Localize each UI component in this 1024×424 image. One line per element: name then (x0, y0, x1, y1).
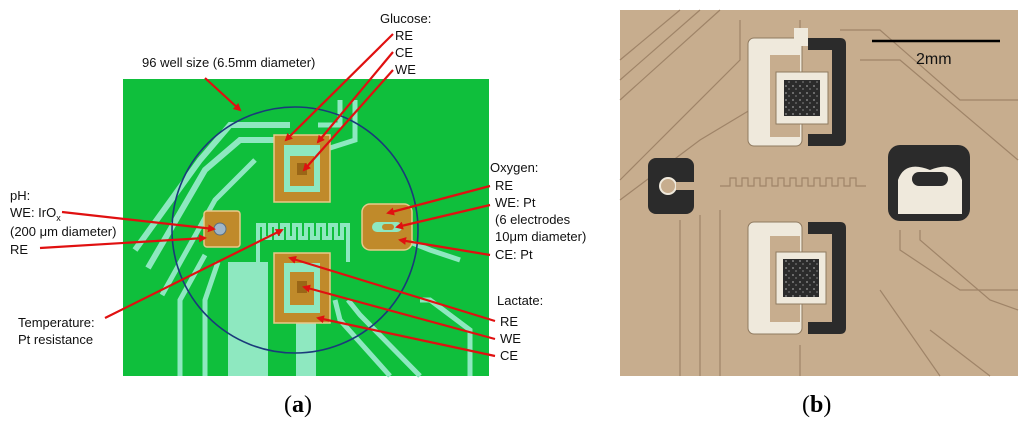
micrograph-oxygen-sensor (888, 145, 970, 221)
arrow-oxygen-re (386, 184, 491, 216)
lactate-ce: CE (500, 348, 518, 363)
caption-b: (b) (802, 392, 831, 418)
arrow-lactate-ce (316, 315, 496, 358)
lactate-label: Lactate: RE WE CE (497, 293, 543, 363)
micrograph-ph-sensor (648, 158, 694, 214)
well-size-label: 96 well size (6.5mm diameter) (142, 55, 315, 70)
ph-diameter: (200 μm diameter) (10, 224, 116, 239)
oxygen-title: Oxygen: (490, 160, 538, 175)
temperature-desc: Pt resistance (18, 332, 93, 347)
pcb-traces (132, 100, 473, 378)
arrow-glucose-re (284, 33, 394, 142)
glucose-re: RE (395, 28, 413, 43)
ph-electrode (203, 210, 241, 248)
temperature-label: Temperature: Pt resistance (18, 315, 95, 347)
ph-label: pH: WE: IrOx (200 μm diameter) RE (10, 188, 116, 257)
arrow-oxygen-ce (398, 237, 491, 257)
lactate-title: Lactate: (497, 293, 543, 308)
arrow-ph-we (61, 210, 216, 233)
glucose-ce: CE (395, 45, 413, 60)
glucose-we: WE (395, 62, 416, 77)
oxygen-we: WE: Pt (495, 195, 536, 210)
ph-title: pH: (10, 188, 30, 203)
arrow-oxygen-we (395, 203, 491, 230)
glucose-label: Glucose: RE CE WE (380, 11, 431, 77)
glucose-title: Glucose: (380, 11, 431, 26)
scale-label: 2mm (916, 51, 952, 68)
micrograph-top-sensor (747, 28, 846, 147)
ph-re: RE (10, 242, 28, 257)
well-circle (171, 106, 419, 354)
oxygen-electrodes: (6 electrodes (495, 212, 571, 227)
oxygen-label: Oxygen: RE WE: Pt (6 electrodes 10μm dia… (490, 160, 586, 262)
glucose-electrode (273, 134, 331, 203)
lactate-electrode (273, 252, 331, 324)
panel-a: 96 well size (6.5mm diameter) Glucose: R… (10, 11, 586, 418)
arrow-ph-re (39, 234, 207, 250)
panel-b: 2mm (b) (619, 9, 1019, 418)
oxygen-ce: CE: Pt (495, 247, 533, 262)
arrow-glucose-we (302, 69, 394, 172)
oxygen-electrode (361, 203, 413, 251)
caption-a: (a) (284, 392, 312, 418)
callout-arrows (39, 33, 496, 358)
temperature-title: Temperature: (18, 315, 95, 330)
arrow-temperature (104, 229, 284, 319)
arrow-lactate-we (302, 284, 496, 341)
lactate-re: RE (500, 314, 518, 329)
arrow-well (204, 77, 242, 112)
arrow-lactate-re (288, 255, 496, 323)
ph-we: WE: IrOx (10, 205, 61, 223)
arrow-glucose-ce (316, 51, 394, 144)
lactate-we: WE (500, 331, 521, 346)
micrograph-bottom-sensor (747, 221, 846, 335)
oxygen-diameter: 10μm diameter) (495, 229, 586, 244)
oxygen-re: RE (495, 178, 513, 193)
